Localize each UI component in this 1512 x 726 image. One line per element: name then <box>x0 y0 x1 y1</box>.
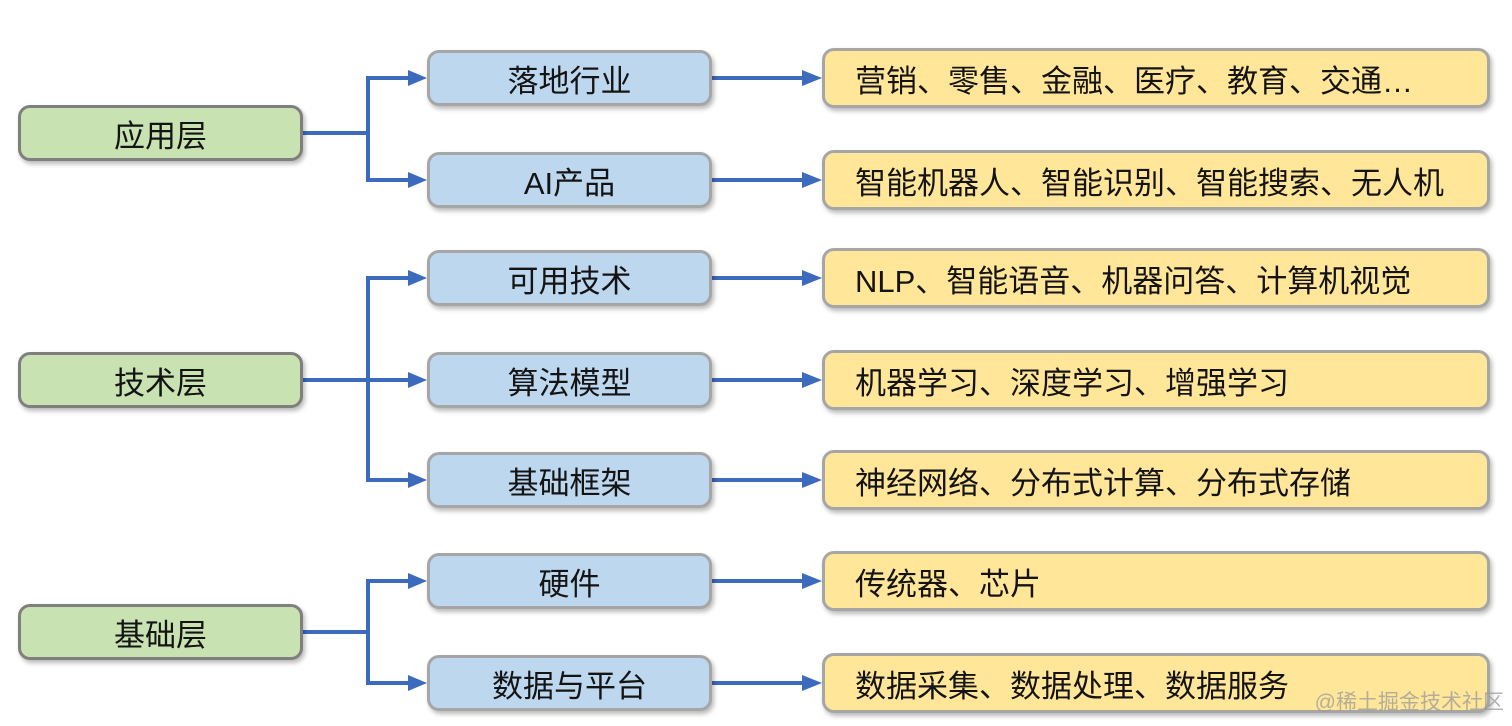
data-platform-detail-node: 数据采集、数据处理、数据服务 <box>822 653 1490 713</box>
algorithm-models-category-node: 算法模型 <box>427 352 712 408</box>
frameworks-detail-node: 神经网络、分布式计算、分布式存储 <box>822 450 1490 510</box>
hardware-category-node: 硬件 <box>427 553 712 609</box>
industries-category-node: 落地行业 <box>427 50 712 106</box>
algorithm-models-detail-node: 机器学习、深度学习、增强学习 <box>822 350 1490 410</box>
hardware-detail-node: 传统器、芯片 <box>822 551 1490 611</box>
usable-tech-category-node: 可用技术 <box>427 250 712 306</box>
frameworks-category-node: 基础框架 <box>427 452 712 508</box>
data-platform-category-node: 数据与平台 <box>427 655 712 711</box>
usable-tech-detail-node: NLP、智能语音、机器问答、计算机视觉 <box>822 248 1490 308</box>
industries-detail-node: 营销、零售、金融、医疗、教育、交通… <box>822 48 1490 108</box>
technology-layer-node: 技术层 <box>18 352 303 408</box>
ai-products-category-node: AI产品 <box>427 152 712 208</box>
watermark: @稀土掘金技术社区 <box>1314 691 1504 714</box>
foundation-layer-node: 基础层 <box>18 604 303 660</box>
application-layer-node: 应用层 <box>18 105 303 161</box>
ai-products-detail-node: 智能机器人、智能识别、智能搜索、无人机 <box>822 150 1490 210</box>
